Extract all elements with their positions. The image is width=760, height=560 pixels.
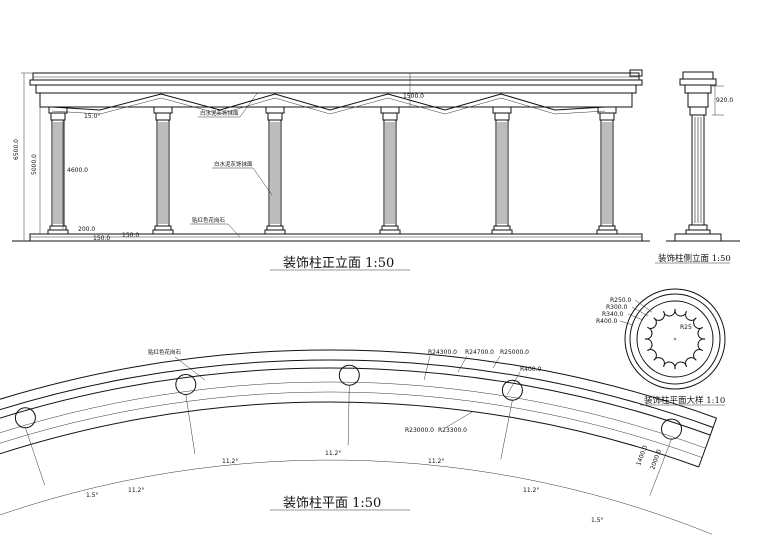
- plan-r25000: R25000.0: [500, 349, 529, 356]
- columns: [47, 106, 618, 235]
- plan-radial-5: [500, 400, 513, 460]
- plan-angle-5: 11.2°: [523, 487, 539, 494]
- plan-angle-edge-left: 1.5°: [86, 492, 99, 499]
- plan-angle-edge-right: 1.5°: [591, 517, 604, 524]
- dim-overall-height: 6500.0: [13, 139, 20, 160]
- plan-note: 贴红色花岗石: [148, 348, 182, 356]
- entablature: [29, 69, 643, 115]
- column-6: [596, 106, 618, 235]
- plan-radial-4: [347, 385, 350, 446]
- note-cornice: 白水泥灰饰抹面: [200, 109, 239, 117]
- detail-title: 装饰柱平面大样 1:10: [644, 395, 725, 406]
- plinth: [12, 233, 650, 242]
- plan-radial-6: [649, 439, 672, 496]
- dim-shaft-height: 4600.0: [67, 167, 88, 174]
- plan-r24300: R24300.0: [428, 349, 457, 356]
- plan-angle-2: 11.2°: [325, 450, 341, 457]
- dim-column-height: 5000.0: [31, 154, 38, 175]
- note-plinth: 贴红色花岗石: [192, 216, 226, 224]
- plan-arcs: [0, 349, 717, 468]
- plan-dim-2000: 2000.0: [649, 448, 663, 470]
- vertical-dimensions: 6500.0 5000.0 4600.0 200.0 150.0 150.0 1…: [13, 72, 424, 242]
- plan-r23000: R23000.0: [405, 427, 434, 434]
- detail-r340: R340.0: [602, 311, 624, 318]
- plan-dim-1400: 1400.0: [635, 444, 649, 466]
- plan-dimension-arc: [0, 459, 713, 535]
- column-flutes: [644, 308, 706, 370]
- plan-angle-1: 11.2°: [222, 458, 238, 465]
- note-column: 白水泥灰饰抹面: [214, 160, 253, 168]
- side-elevation: 920.0 装饰柱侧立面 1:50: [655, 71, 740, 264]
- plan-angle-4: 11.2°: [128, 487, 144, 494]
- plan-view: 贴红色花岗石 R24300.0 R24700.0 R25000.0 R400.0…: [0, 348, 717, 535]
- plan-radial-lines: [0, 385, 713, 535]
- plan-end-cap-2: [698, 417, 717, 468]
- column-1: [47, 106, 69, 235]
- detail-r250: R250.0: [610, 297, 632, 304]
- plan-r24700: R24700.0: [465, 349, 494, 356]
- column-3: [264, 106, 286, 235]
- plan-arc-5: [0, 391, 703, 458]
- dim-step-1: 150.0: [122, 232, 139, 239]
- plan-arc-6: [0, 401, 699, 468]
- plan-title: 装饰柱平面 1:50: [283, 496, 381, 511]
- front-elevation-title: 装饰柱正立面 1:50: [283, 256, 394, 271]
- plan-arc-1: [0, 349, 717, 419]
- plan-radial-3: [185, 394, 196, 454]
- side-elevation-title: 装饰柱侧立面 1:50: [658, 253, 731, 264]
- plan-angle-3: 11.2°: [428, 458, 444, 465]
- dim-side-height: 920.0: [716, 97, 733, 104]
- column-4: [379, 106, 401, 235]
- detail-r400: R400.0: [596, 318, 618, 325]
- dim-step-2: 150.0: [93, 235, 110, 242]
- column-5: [491, 106, 513, 235]
- dim-base: 200.0: [78, 226, 95, 233]
- leader-notes: 白水泥灰饰抹面 白水泥灰饰抹面 贴红色花岗石: [190, 91, 273, 238]
- dim-beam: 1500.0: [403, 93, 424, 100]
- plan-arc-2: [0, 359, 714, 428]
- plan-r23300: R23300.0: [438, 427, 467, 434]
- plan-arc-3: [0, 367, 711, 436]
- column-2: [152, 106, 174, 235]
- column-plan-detail: R250.0 R300.0 R340.0 R400.0 R25 装饰柱平面大样 …: [596, 288, 726, 406]
- plan-r400: R400.0: [520, 366, 542, 373]
- plan-radial-2: [25, 427, 45, 486]
- detail-r25: R25: [680, 324, 692, 331]
- front-elevation: 6500.0 5000.0 4600.0 200.0 150.0 150.0 1…: [12, 69, 650, 271]
- dim-angle: 15.0°: [84, 113, 100, 120]
- plan-arc-4: [0, 381, 706, 449]
- detail-r300: R300.0: [606, 304, 628, 311]
